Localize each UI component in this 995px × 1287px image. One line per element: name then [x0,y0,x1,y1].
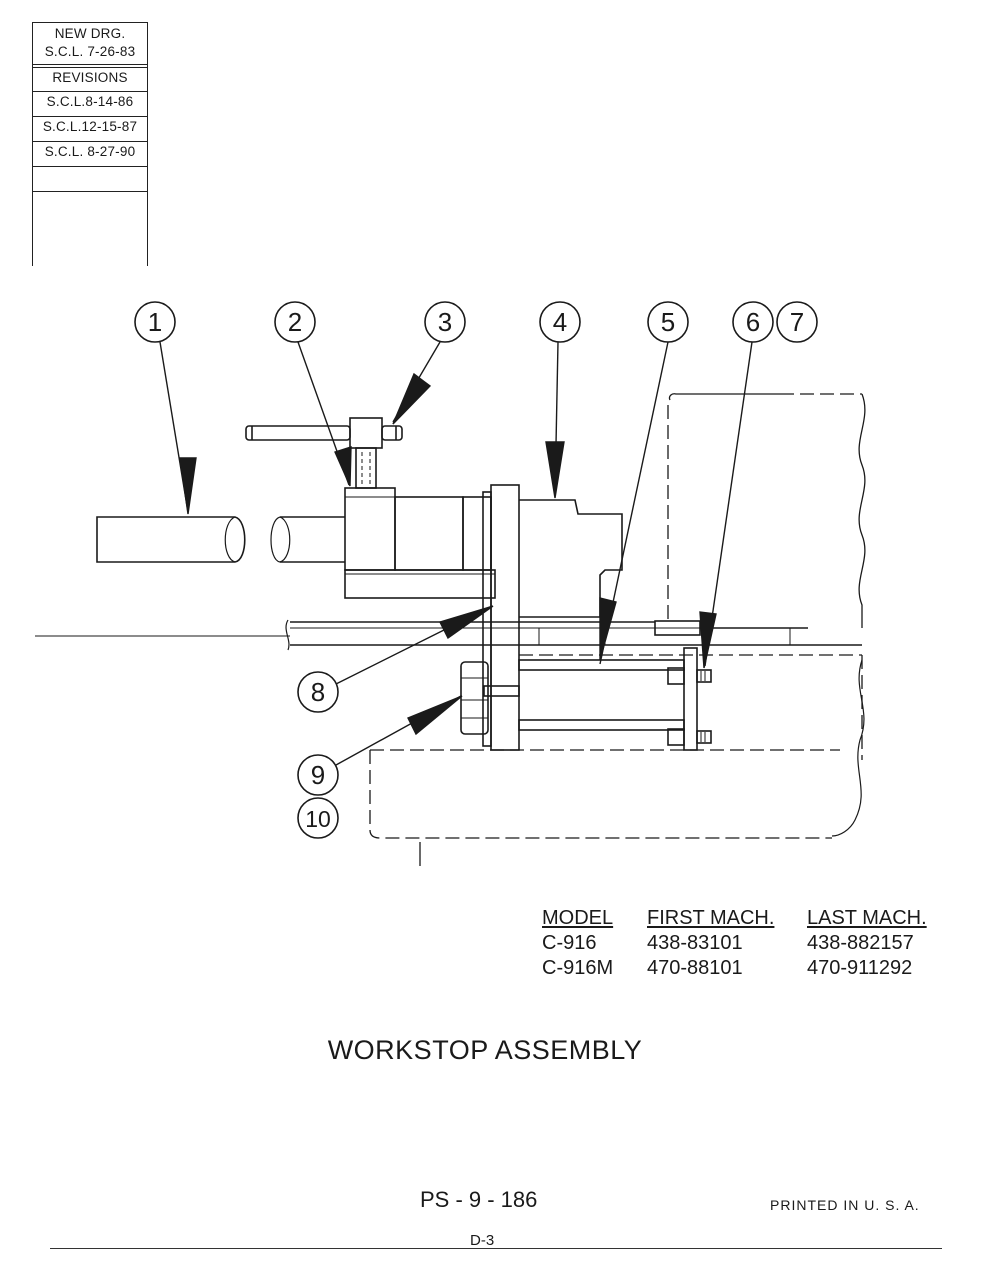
revision-entry: S.C.L.12-15-87 [42,119,138,134]
last-mach-column: LAST MACH. 438-882157 470-911292 [807,906,927,981]
revision-block: NEW DRG. S.C.L. 7-26-83 REVISIONS S.C.L.… [32,22,148,266]
model-column: MODEL C-916 C-916M [542,906,613,981]
rev-divider [33,191,147,192]
callout-3 [424,301,466,343]
drawing-number: D-3 [470,1232,495,1249]
guide-rods [518,647,698,751]
retaining-screws [667,667,712,746]
first-mach-cell: 470-88101 [647,957,743,979]
first-mach-cell: 438-83101 [647,932,743,954]
callout-7 [776,301,818,343]
callout-label: 4 [553,307,567,337]
model-header: MODEL [542,907,614,929]
rev-divider [33,67,147,68]
clamp-block [344,487,496,599]
last-mach-cell: 470-911292 [807,957,913,979]
t-handle [245,417,403,489]
callout-label: 10 [305,806,331,832]
rev-divider [33,64,147,65]
callout-label: 1 [148,307,162,337]
callout-label: 9 [311,760,325,790]
callout-label: 6 [746,307,760,337]
machine-outline [369,393,866,866]
first-mach-column: FIRST MACH. 438-83101 470-88101 [647,906,774,981]
revision-entry: S.C.L. 8-27-90 [44,144,136,159]
rev-divider [33,166,147,167]
last-mach-cell: 438-882157 [807,932,914,954]
callout-6 [732,301,774,343]
bar-stock [96,516,345,563]
callout-2 [274,301,316,343]
callout-8 [297,671,339,713]
model-cell: C-916M [542,957,614,979]
last-mach-header: LAST MACH. [807,907,927,929]
first-mach-header: FIRST MACH. [647,907,775,929]
footer-divider [50,1248,942,1249]
printed-in-usa: PRINTED IN U. S. A. [770,1197,920,1213]
callout-label: 2 [288,307,302,337]
hex-nut [460,661,520,735]
callout-label: 3 [438,307,452,337]
revision-entry: S.C.L.8-14-86 [46,94,134,109]
callout-label: 8 [311,677,325,707]
model-cell: C-916 [542,932,597,954]
leader-lines [159,341,753,766]
callout-circles [134,301,818,839]
new-drawing-label: NEW DRG. [54,26,126,41]
new-drawing-date: S.C.L. 7-26-83 [44,44,136,59]
callout-label: 5 [661,307,675,337]
page-number: PS - 9 - 186 [420,1187,538,1212]
callout-9 [297,754,339,796]
callout-10 [297,797,339,839]
callout-5 [647,301,689,343]
revisions-label: REVISIONS [52,70,128,85]
slide-rails [285,619,862,651]
drawing-title: WORKSTOP ASSEMBLY [327,1035,643,1065]
rev-divider [33,91,147,92]
callout-label: 7 [790,307,804,337]
callout-1 [134,301,176,343]
callout-4 [539,301,581,343]
rev-divider [33,141,147,142]
rev-divider [33,116,147,117]
